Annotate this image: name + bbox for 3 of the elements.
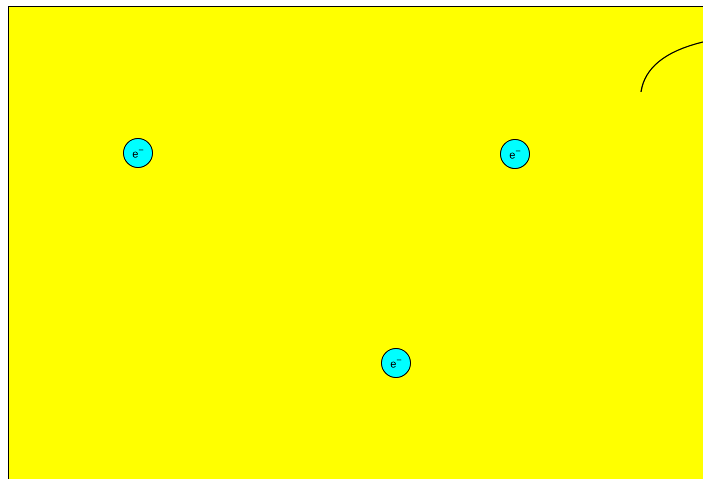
electron-symbol: e$^{−}$ (132, 146, 144, 160)
electron-symbol: e$^{−}$ (390, 356, 402, 370)
electron-symbol: e$^{−}$ (509, 146, 521, 162)
